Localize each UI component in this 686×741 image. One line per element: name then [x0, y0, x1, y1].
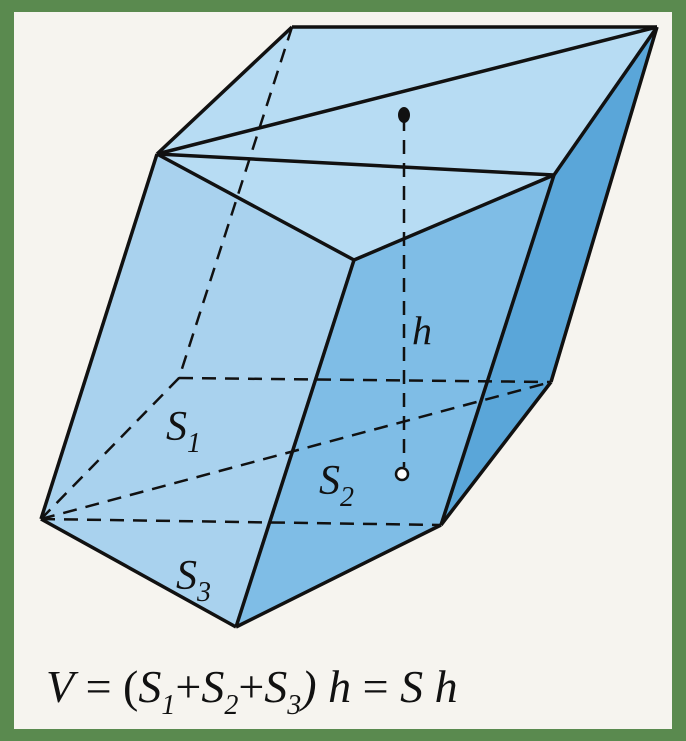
- height-top-point: [398, 107, 410, 123]
- label-s2: S2: [319, 458, 354, 513]
- prism-diagram: h S1 S2 S3 V = (S1+S2+S3) h = S h: [39, 25, 659, 721]
- label-h: h: [412, 308, 432, 353]
- top-face: [157, 27, 657, 260]
- hidden-edges: [40, 26, 552, 527]
- right-side-face: [441, 27, 657, 525]
- label-s1: S1: [166, 404, 201, 459]
- left-front-face: [41, 154, 354, 627]
- height-foot-point: [394, 466, 410, 482]
- figure-frame: h S1 S2 S3 V = (S1+S2+S3) h = S h: [14, 12, 672, 729]
- label-s3: S3: [176, 553, 211, 608]
- right-front-face: [236, 175, 554, 627]
- volume-formula: V = (S1+S2+S3) h = S h: [46, 661, 458, 721]
- visible-edges: [39, 25, 659, 629]
